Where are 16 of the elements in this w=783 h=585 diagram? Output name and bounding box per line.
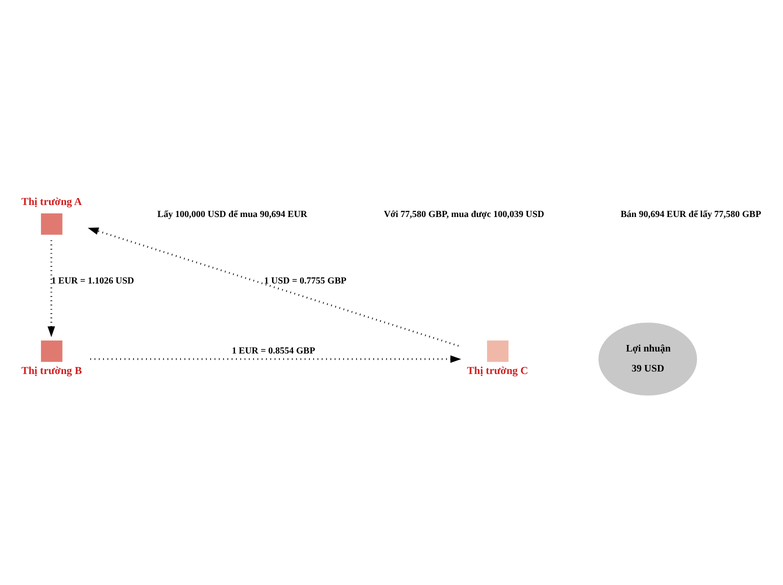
edge-label: 1 EUR = 1.1026 USD bbox=[51, 276, 134, 286]
arrow bbox=[88, 227, 459, 346]
node-box bbox=[487, 340, 508, 362]
node-ellipse: Lợi nhuận 39 USD bbox=[598, 322, 698, 395]
node-box bbox=[40, 340, 62, 362]
label: Lấy 100,000 USD để mua 90,694 EUR bbox=[157, 210, 308, 220]
arrow bbox=[90, 354, 462, 362]
arrow bbox=[48, 240, 56, 337]
edge-label: 1 EUR = 0.8554 GBP bbox=[232, 346, 316, 356]
label: Với 77,580 GBP, mua được 100,039 USD bbox=[384, 210, 544, 220]
node-box bbox=[40, 212, 62, 234]
node-label: Thị trường A bbox=[21, 195, 82, 208]
edge-label: 1 USD = 0.7755 GBP bbox=[264, 276, 346, 286]
label: Bán 90,694 EUR để lấy 77,580 GBP bbox=[620, 210, 762, 220]
node-label: Thị trường B bbox=[21, 364, 82, 377]
node-label: Thị trường C bbox=[467, 364, 528, 377]
